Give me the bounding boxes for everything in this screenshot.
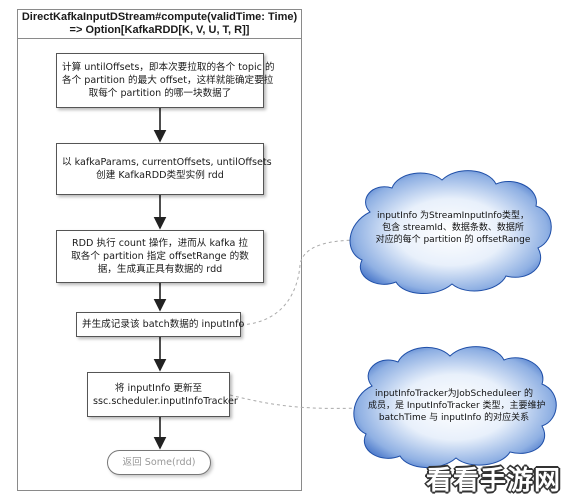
step5-line2: ssc.scheduler.inputInfoTracker	[93, 395, 238, 407]
step-compute-until-offsets: 计算 untilOffsets，即本次要拉取的各个 topic 的 各个 par…	[56, 53, 275, 108]
note1-line2: 包含 streamId、数据条数、数据所	[382, 223, 524, 233]
frame-title-line1: DirectKafkaInputDStream#compute(validTim…	[21, 11, 298, 23]
step1-line3: 取每个 partition 的哪一块数据了	[88, 88, 232, 99]
step-update-tracker: 将 inputInfo 更新至 ssc.scheduler.inputInfoT…	[87, 372, 238, 417]
note-connector-1	[240, 239, 361, 326]
step-create-kafka-rdd: 以 kafkaParams, currentOffsets, untilOffs…	[56, 143, 272, 195]
cloud-note-2	[353, 346, 557, 469]
step5-line1: 将 inputInfo 更新至	[114, 382, 203, 394]
step1-line1: 计算 untilOffsets，即本次要拉取的各个 topic 的	[62, 62, 275, 73]
note-connector-2	[229, 394, 361, 409]
step1-line2: 各个 partition 的最大 offset，这样就能确定要拉	[62, 75, 274, 86]
step3-line1: RDD 执行 count 操作，进而从 kafka 拉	[71, 238, 248, 249]
step3-line3: 据，生成真正具有数据的 rdd	[97, 264, 223, 275]
note-input-info-tracker: inputInfoTracker为JobScheduleer 的 成员，是 In…	[368, 388, 546, 424]
step3-line2: 取各个 partition 指定 offsetRange 的数	[71, 251, 249, 262]
note1-line3: 对应的每个 partition 的 offsetRange	[375, 235, 531, 245]
step4-line1: 并生成记录该 batch数据的 inputInfo	[82, 319, 245, 330]
step-generate-input-info: 并生成记录该 batch数据的 inputInfo	[76, 312, 245, 337]
step-rdd-count: RDD 执行 count 操作，进而从 kafka 拉 取各个 partitio…	[56, 230, 264, 283]
end-return-terminal: 返回 Some(rdd)	[107, 450, 211, 475]
note2-line2: 成员，是 InputInfoTracker 类型，主要维护	[368, 401, 546, 411]
note2-line1: inputInfoTracker为JobScheduleer 的	[375, 389, 533, 399]
frame-title: DirectKafkaInputDStream#compute(validTim…	[17, 9, 302, 39]
frame-title-line2: => Option[KafkaRDD[K, V, U, T, R]]	[69, 24, 250, 36]
step2-line1: 以 kafkaParams, currentOffsets, untilOffs…	[62, 157, 272, 168]
watermark-logo: 看看手游网	[426, 466, 562, 496]
note-input-info: inputInfo 为StreamInputInfo类型， 包含 streamI…	[368, 210, 538, 246]
cloud-note-1	[349, 170, 552, 295]
note1-line1: inputInfo 为StreamInputInfo类型，	[377, 211, 529, 221]
note2-line3: batchTime 与 inputInfo 的对应关系	[378, 413, 530, 423]
step2-line2: 创建 KafkaRDD类型实例 rdd	[96, 170, 224, 181]
